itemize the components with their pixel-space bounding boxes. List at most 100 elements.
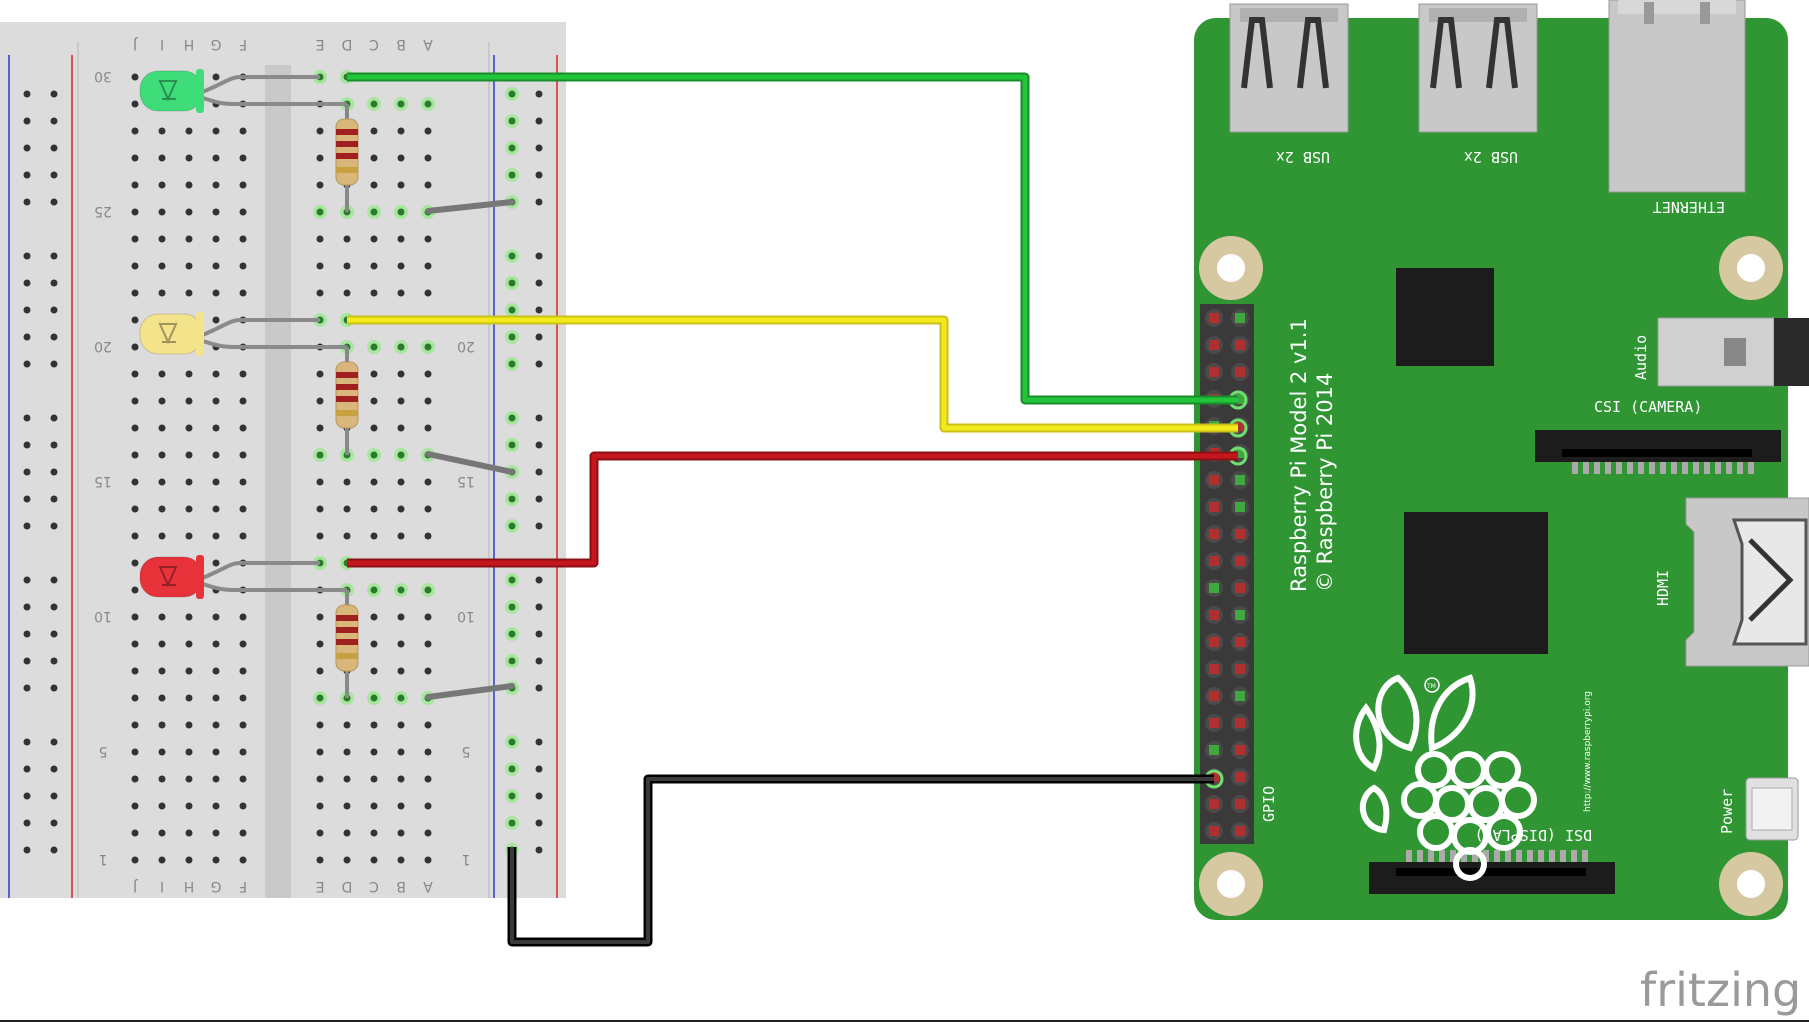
- row-number-left: 25: [94, 203, 112, 219]
- breadboard-hole: [316, 235, 324, 243]
- breadboard-hole: [316, 640, 324, 648]
- gpio-pin: [1235, 529, 1245, 539]
- tm-mark: [1424, 677, 1440, 693]
- rail-hole: [535, 90, 543, 98]
- usb-port-1: [1229, 3, 1349, 133]
- breadboard-hole: [424, 424, 432, 432]
- column-letter-top: D: [342, 36, 353, 52]
- rail-hole: [535, 279, 543, 287]
- breadboard-hole: [158, 802, 166, 810]
- url-label: http://www.raspberrypi.org: [1583, 691, 1593, 812]
- breadboard-hole: [158, 181, 166, 189]
- rail-hole: [50, 414, 58, 422]
- rail-hole: [50, 279, 58, 287]
- resistor-band: [336, 129, 358, 135]
- breadboard-hole: [316, 370, 324, 378]
- pi-model-text: Raspberry Pi Model 2 v1.1 © Raspberry Pi…: [1287, 318, 1337, 592]
- breadboard-hole: [239, 667, 247, 675]
- breadboard-hole: [424, 532, 432, 540]
- breadboard-hole: [158, 424, 166, 432]
- rail-hole: [23, 117, 31, 125]
- breadboard-hole: [397, 613, 405, 621]
- led-anode-leg: [199, 318, 320, 338]
- gpio-pin: [1209, 664, 1219, 674]
- dsi-pin: [1516, 850, 1522, 862]
- rail-hole: [535, 171, 543, 179]
- resistor-body: [335, 604, 359, 672]
- breadboard-hole: [239, 640, 247, 648]
- gpio-pin: [1235, 799, 1245, 809]
- breadboard-hole: [185, 262, 193, 270]
- breadboard-hole: [424, 127, 432, 135]
- breadboard-hole: [239, 775, 247, 783]
- resistor-band: [336, 410, 358, 416]
- gpio-pin: [1209, 637, 1219, 647]
- resistor-band: [336, 153, 358, 159]
- breadboard-hole: [212, 775, 220, 783]
- breadboard-hole: [212, 424, 220, 432]
- resistors: [335, 104, 359, 698]
- rail-hole: [535, 603, 543, 611]
- gpio-pin: [1209, 313, 1219, 323]
- rail-hole: [508, 792, 516, 800]
- row-number-left: 20: [94, 338, 112, 354]
- rail-hole: [535, 819, 543, 827]
- breadboard-hole: [316, 181, 324, 189]
- gpio-pin: [1235, 313, 1245, 323]
- breadboard-hole: [185, 181, 193, 189]
- rail-hole: [535, 846, 543, 854]
- gpio-pin: [1235, 664, 1245, 674]
- gpio-pins: [1204, 309, 1249, 840]
- breadboard-hole: [131, 181, 139, 189]
- breadboard-hole: [397, 208, 405, 216]
- csi-pin: [1583, 462, 1589, 474]
- breadboard-hole: [424, 235, 432, 243]
- column-letter-top: C: [369, 36, 379, 52]
- breadboard-hole: [370, 613, 378, 621]
- breadboard-hole: [316, 856, 324, 864]
- mount-holes: [1199, 236, 1783, 916]
- breadboard-hole: [316, 775, 324, 783]
- breadboard-hole: [185, 127, 193, 135]
- rail-hole: [508, 630, 516, 638]
- rail-hole: [50, 765, 58, 773]
- rail-hole: [535, 630, 543, 638]
- breadboard-hole: [370, 154, 378, 162]
- breadboard-hole: [131, 775, 139, 783]
- breadboard-hole: [397, 505, 405, 513]
- breadboard-hole: [131, 694, 139, 702]
- breadboard-hole: [158, 775, 166, 783]
- rail-hole: [23, 684, 31, 692]
- breadboard-hole: [212, 181, 220, 189]
- breadboard-hole: [131, 856, 139, 864]
- breadboard-hole: [239, 829, 247, 837]
- rail-hole: [50, 360, 58, 368]
- breadboard-hole: [239, 505, 247, 513]
- breadboard-hole: [424, 478, 432, 486]
- breadboard-hole: [131, 667, 139, 675]
- breadboard-hole: [370, 235, 378, 243]
- gpio-pin: [1235, 367, 1245, 377]
- breadboard-hole: [185, 451, 193, 459]
- csi-connector: [1535, 430, 1781, 474]
- breadboard-hole: [212, 262, 220, 270]
- dsi-pin: [1439, 850, 1445, 862]
- breadboard-hole: [185, 694, 193, 702]
- rail-hole: [50, 198, 58, 206]
- breadboard-hole: [397, 424, 405, 432]
- gpio-pin: [1209, 745, 1219, 755]
- csi-pin: [1594, 462, 1600, 474]
- breadboard-hole: [424, 586, 432, 594]
- csi-pin: [1704, 462, 1710, 474]
- dsi-label: DSI (DISPLAY): [1475, 826, 1592, 844]
- csi-pin: [1737, 462, 1743, 474]
- breadboard-hole: [212, 208, 220, 216]
- breadboard-hole: [158, 262, 166, 270]
- breadboard-hole: [370, 640, 378, 648]
- rail-hole: [508, 522, 516, 530]
- breadboard-hole: [185, 208, 193, 216]
- breadboard-hole: [343, 478, 351, 486]
- row-number-left: 1: [99, 851, 108, 867]
- rail-hole: [535, 198, 543, 206]
- breadboard-hole: [131, 100, 139, 108]
